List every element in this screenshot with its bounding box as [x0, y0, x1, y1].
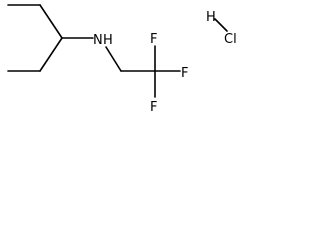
bond-c3-c4	[39, 37, 63, 72]
atom-h-salt: H	[206, 10, 216, 25]
bond-h-cl	[214, 18, 228, 32]
atom-f1: F	[150, 32, 157, 47]
chemical-structure: N H F F F H Cl	[7, 4, 237, 115]
atom-n: N	[93, 33, 103, 48]
bond-c2-c3	[39, 4, 63, 39]
atom-cl: Cl	[224, 32, 237, 47]
atom-f2: F	[181, 66, 188, 81]
atom-h-amine: H	[103, 33, 113, 48]
bond-n-ch2	[105, 46, 122, 72]
atom-f3: F	[150, 100, 157, 115]
